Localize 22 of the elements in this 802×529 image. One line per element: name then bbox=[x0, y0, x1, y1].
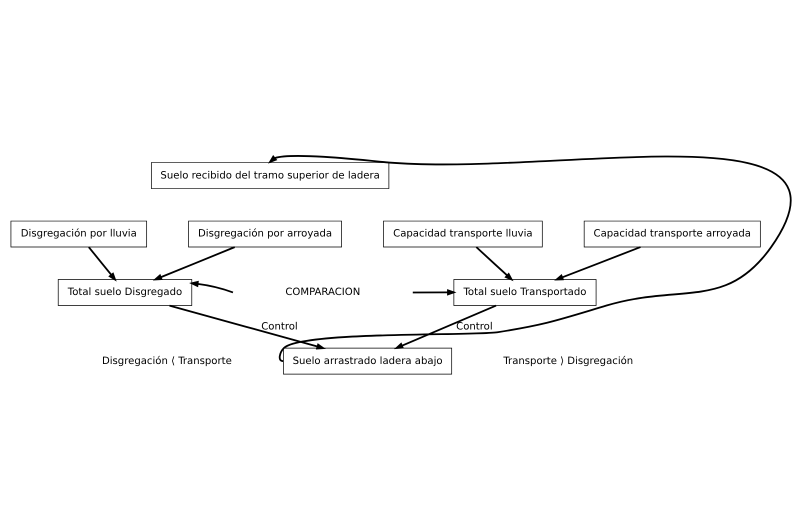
label: COMPARACION bbox=[285, 286, 360, 298]
arrow bbox=[152, 246, 236, 280]
arrow bbox=[394, 304, 496, 349]
edge-label: Control bbox=[456, 320, 493, 332]
arrow bbox=[554, 246, 641, 280]
node-box: Capacidad transporte arroyada bbox=[584, 220, 761, 247]
node-box: Suelo recibido del tramo superior de ladera bbox=[150, 162, 390, 188]
label: Transporte ⟩ Disgregación bbox=[503, 355, 634, 366]
node-box: Total suelo Disgregado bbox=[58, 278, 192, 306]
arrow bbox=[412, 288, 456, 296]
arrow bbox=[189, 280, 234, 293]
node-box: Suelo arrastrado ladera abajo bbox=[283, 347, 452, 374]
node-box: Disgregación por lluvia bbox=[10, 220, 148, 247]
edge-label: Control bbox=[261, 320, 298, 332]
node-box: Capacidad transporte lluvia bbox=[383, 220, 543, 247]
node-box: Disgregación por arroyada bbox=[188, 220, 342, 247]
arrow bbox=[476, 246, 514, 281]
arrow bbox=[268, 154, 790, 361]
arrow bbox=[169, 304, 326, 349]
arrow bbox=[88, 246, 117, 282]
label: Disgregación ⟨ Transporte bbox=[102, 355, 232, 366]
node-box: Total suelo Transportado bbox=[454, 278, 596, 306]
